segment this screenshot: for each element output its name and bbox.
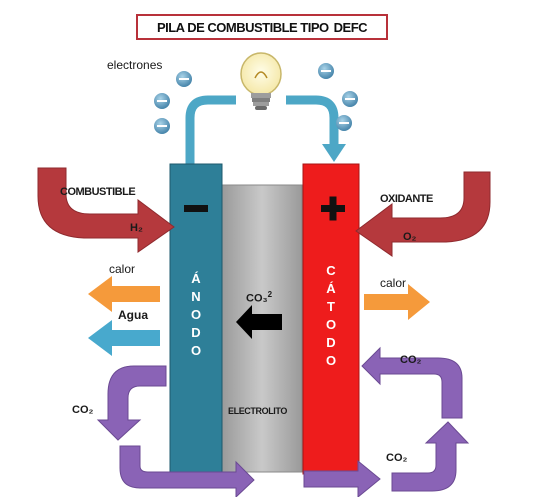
electron-icon: [318, 63, 334, 79]
cathode-letter: D: [326, 335, 336, 350]
water-label: Agua: [118, 308, 148, 322]
anode-letter: O: [190, 343, 202, 358]
heat-right-label: calor: [380, 276, 407, 290]
light-bulb-icon: [240, 52, 282, 110]
cathode-letter: Á: [326, 281, 336, 296]
anode-label: Á N O D O: [170, 270, 222, 360]
electron-icon: [154, 118, 170, 134]
carbonate-label: CO₃2: [246, 290, 272, 305]
o2-label: O₂: [403, 231, 417, 243]
oxidant-arrow: [355, 171, 491, 257]
anode-letter: D: [191, 325, 201, 340]
co2-left-label: CO₂: [72, 404, 94, 416]
oxidant-label: OXIDANTE: [380, 193, 433, 205]
electrons-label: electrones: [107, 58, 163, 72]
water-arrow: [88, 320, 160, 356]
carbonate-formula: CO₃: [246, 292, 268, 305]
h2-label: H₂: [130, 222, 143, 234]
electron-icon: [176, 71, 192, 87]
title-suffix: DEFC: [333, 19, 368, 35]
cathode-letter: C: [326, 263, 336, 278]
minus-sign: [184, 205, 208, 212]
heat-right-arrow: [364, 284, 430, 320]
co2-arrows: [96, 346, 470, 497]
plus-sign: [321, 196, 345, 221]
carbonate-charge: 2: [267, 290, 273, 299]
heat-left-arrow: [88, 276, 160, 312]
cathode-letter: O: [325, 353, 337, 368]
electron-icon: [154, 93, 170, 109]
fuel-label: COMBUSTIBLE: [60, 186, 136, 198]
carbonate-flow-arrow: [236, 305, 282, 339]
co2-right-bottom-label: CO₂: [386, 452, 408, 464]
electrolyte-label: ELECTROLITO: [228, 406, 287, 416]
anode-letter: N: [191, 289, 201, 304]
electron-icon: [336, 115, 352, 131]
co2-right-top-label: CO₂: [400, 354, 422, 366]
cathode-letter: T: [327, 299, 335, 314]
anode-letter: O: [190, 307, 202, 322]
fuel-arrow: [37, 167, 175, 253]
diagram-title: PILA DE COMBUSTIBLE TIPO DEFC: [136, 14, 388, 40]
cathode-label: C Á T O D O: [303, 262, 359, 370]
heat-left-label: calor: [109, 262, 136, 276]
cathode-letter: O: [325, 317, 337, 332]
electron-circuit: [185, 95, 346, 166]
title-main: PILA DE COMBUSTIBLE TIPO: [156, 19, 329, 35]
electron-icon: [342, 91, 358, 107]
anode-letter: Á: [191, 271, 201, 286]
